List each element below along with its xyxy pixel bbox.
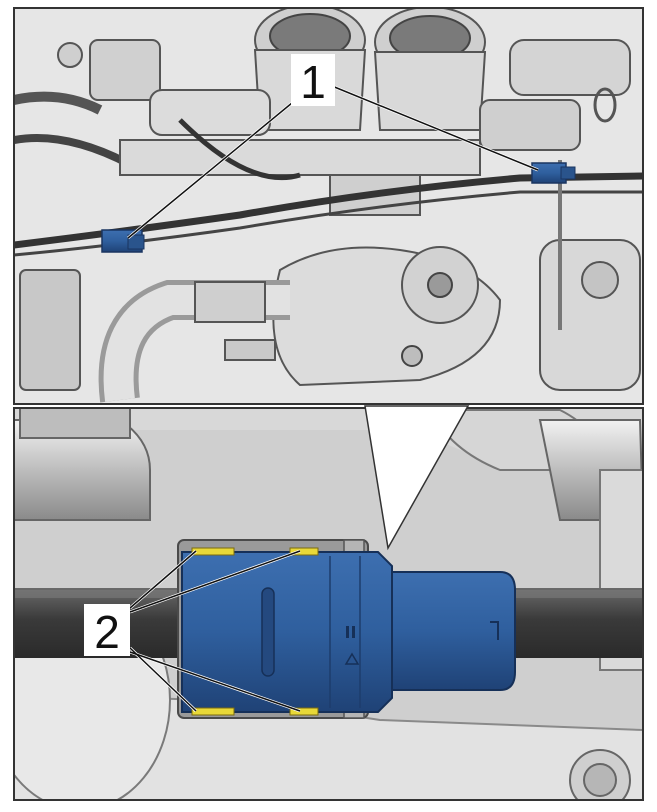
coolant-pipe-top <box>98 280 290 403</box>
callout-2-box <box>84 604 130 656</box>
zoom-indicator <box>364 405 470 551</box>
engine-right-components <box>479 39 641 391</box>
callout-1-box <box>291 54 335 106</box>
lower-right-bolt <box>569 749 631 800</box>
wiring-harness-top <box>14 118 643 330</box>
warning-triangle-icon <box>344 652 360 665</box>
connector-right-blue <box>531 162 576 184</box>
clip-top-right <box>289 547 319 556</box>
intake-pipes <box>253 8 487 131</box>
connector-detail <box>177 539 516 719</box>
engine-central-housing <box>224 246 502 387</box>
engine-left-components <box>14 39 271 391</box>
connector-left-blue <box>101 229 145 253</box>
clip-bottom-left <box>191 707 235 716</box>
callout-1-leaders-core <box>127 85 539 239</box>
callout-2-label: 2 <box>94 606 120 658</box>
callout-2-leaders-core <box>129 550 301 712</box>
clip-top-left <box>191 547 235 556</box>
bottom-panel-frame <box>13 407 644 801</box>
upper-left-pipe <box>14 408 151 521</box>
engine-rail <box>119 139 481 216</box>
callout-1-label: 1 <box>300 56 326 108</box>
clip-bottom-right <box>289 707 319 716</box>
top-panel-frame <box>13 7 644 405</box>
